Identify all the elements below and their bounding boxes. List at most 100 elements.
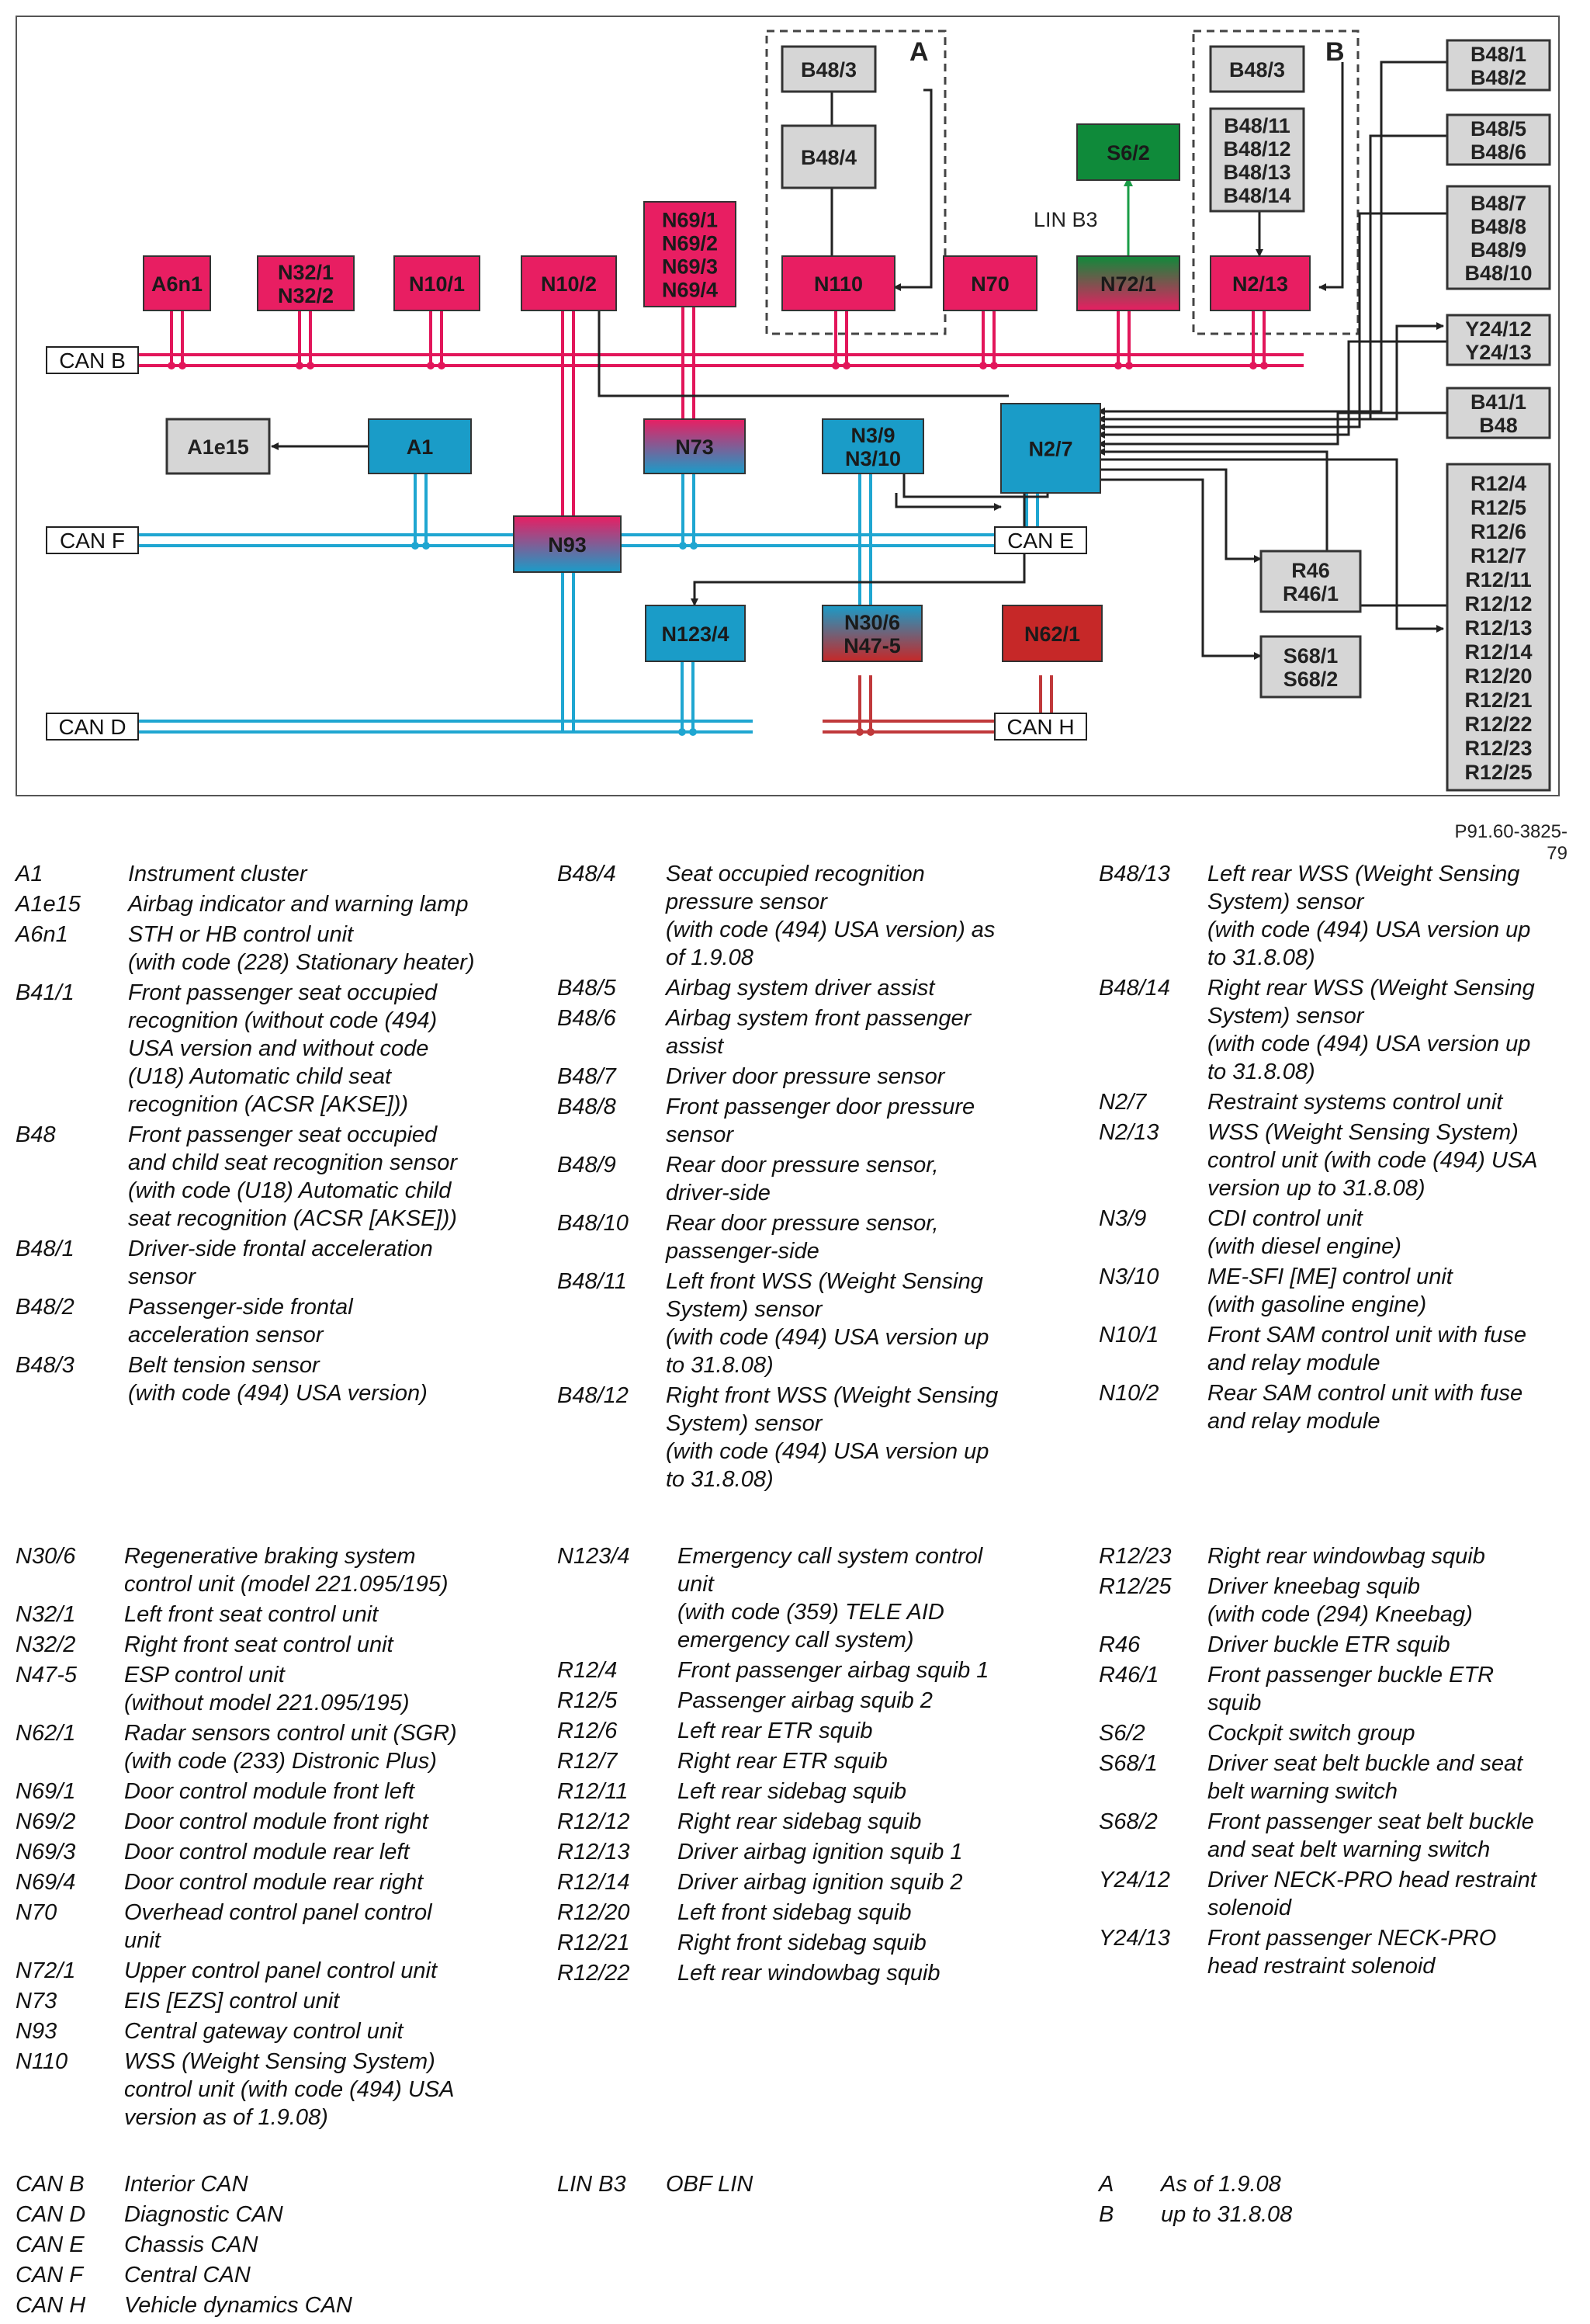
legend-code: N70 (16, 1900, 57, 1925)
box-s68 (1259, 635, 1362, 699)
legend-description: ME-SFI [ME] control unit (with gasoline … (1207, 1264, 1453, 1317)
legend-code: N93 (16, 2019, 57, 2044)
box-label: N123/4 (661, 623, 729, 646)
legend-entry: R12/20 Left front sidebag squib (557, 1899, 1054, 1927)
legend-description: Interior CAN (124, 2172, 248, 2197)
group-b-frame (1192, 29, 1360, 335)
can-b-tap-dot (979, 362, 987, 369)
legend-description: Diagnostic CAN (124, 2202, 283, 2227)
box-n93 (513, 515, 622, 573)
legend-code: R12/20 (557, 1900, 630, 1925)
legend-description: Front passenger seat belt buckle and sea… (1207, 1809, 1534, 1862)
box-n110 (781, 255, 895, 311)
legend-description: Left rear windowbag squib (677, 1961, 940, 1986)
box-r12 (1446, 463, 1551, 792)
box-label: R12/7 (1470, 544, 1526, 567)
legend-entry: N93 Central gateway control unit (16, 2017, 520, 2045)
legend-code: N2/13 (1099, 1120, 1159, 1145)
legend-code: R12/25 (1099, 1574, 1172, 1599)
legend-code: S68/2 (1099, 1809, 1158, 1834)
box-label: Y24/12 (1465, 317, 1532, 341)
legend-description: Front passenger seat occupied recognitio… (128, 980, 438, 1117)
legend-description: Right front seat control unit (124, 1632, 393, 1657)
legend-code: N10/2 (1099, 1381, 1159, 1406)
legend-description: Passenger airbag squib 2 (677, 1688, 933, 1713)
bus-label-box-canh (994, 713, 1087, 741)
box-b411 (1446, 387, 1551, 439)
can-b-tap-dot (843, 362, 850, 369)
legend-code: B48/9 (557, 1153, 616, 1178)
legend-description: Door control module rear right (124, 1870, 424, 1895)
legend-description: Driver airbag ignition squib 2 (677, 1870, 963, 1895)
legend-description: Upper control panel control unit (124, 1958, 438, 1983)
legend-code: R12/6 (557, 1719, 618, 1743)
lin-b3-label: LIN B3 (1034, 208, 1098, 231)
legend-description: Chassis CAN (124, 2232, 258, 2257)
legend-code: N62/1 (16, 1721, 76, 1746)
wire-sensor-n27 (1097, 411, 1459, 448)
group-label-b: B (1325, 37, 1345, 67)
box-label: B48/12 (1223, 137, 1290, 161)
can-b-tap-dot (832, 362, 840, 369)
legend-code: Y24/13 (1099, 1926, 1170, 1951)
wire-n27-r46 (1098, 468, 1262, 563)
legend-description: Central gateway control unit (124, 2019, 404, 2044)
box-a1e15 (165, 418, 271, 475)
box-n101 (393, 255, 480, 311)
legend-description: Passenger-side frontal acceleration sens… (128, 1295, 353, 1348)
box-label: A1 (407, 435, 434, 459)
box-label: B48/7 (1470, 192, 1526, 215)
legend-code: N47-5 (16, 1663, 77, 1688)
legend-code: R12/22 (557, 1961, 630, 1986)
legend-description: ESP control unit (without model 221.095/… (124, 1663, 410, 1715)
wire-n27-r12 (1098, 458, 1444, 633)
legend-description: Right rear windowbag squib (1207, 1544, 1485, 1569)
bus-label-box-canf (46, 526, 139, 554)
box-label: B48/8 (1470, 215, 1526, 238)
legend-description: Radar sensors control unit (SGR) (with c… (124, 1721, 457, 1774)
legend-code: S68/1 (1099, 1751, 1158, 1776)
can-f-tap-dot (411, 542, 419, 550)
legend-code: B (1099, 2202, 1114, 2227)
wire-n27-n39 (902, 470, 1049, 498)
legend-code: B48 (16, 1122, 56, 1147)
legend-description: Left rear WSS (Weight Sensing System) se… (1207, 862, 1531, 970)
legend-code: N123/4 (557, 1544, 630, 1569)
legend-description: Airbag system driver assist (666, 976, 935, 1001)
legend-description: Airbag system front passenger assist (666, 1006, 972, 1059)
can-b-tap-dot (438, 362, 445, 369)
box-b487 (1446, 185, 1551, 290)
legend-code: B48/5 (557, 976, 616, 1001)
box-b483b (1209, 45, 1305, 93)
box-b4811 (1209, 107, 1305, 213)
legend-code: B41/1 (16, 980, 74, 1005)
box-label: S68/1 (1283, 644, 1339, 668)
box-label: N47-5 (843, 634, 901, 657)
legend-description: Left front sidebag squib (677, 1900, 912, 1925)
box-label: A6n1 (151, 272, 203, 296)
legend-code: R12/7 (557, 1749, 618, 1774)
box-label: B48/13 (1223, 161, 1290, 184)
